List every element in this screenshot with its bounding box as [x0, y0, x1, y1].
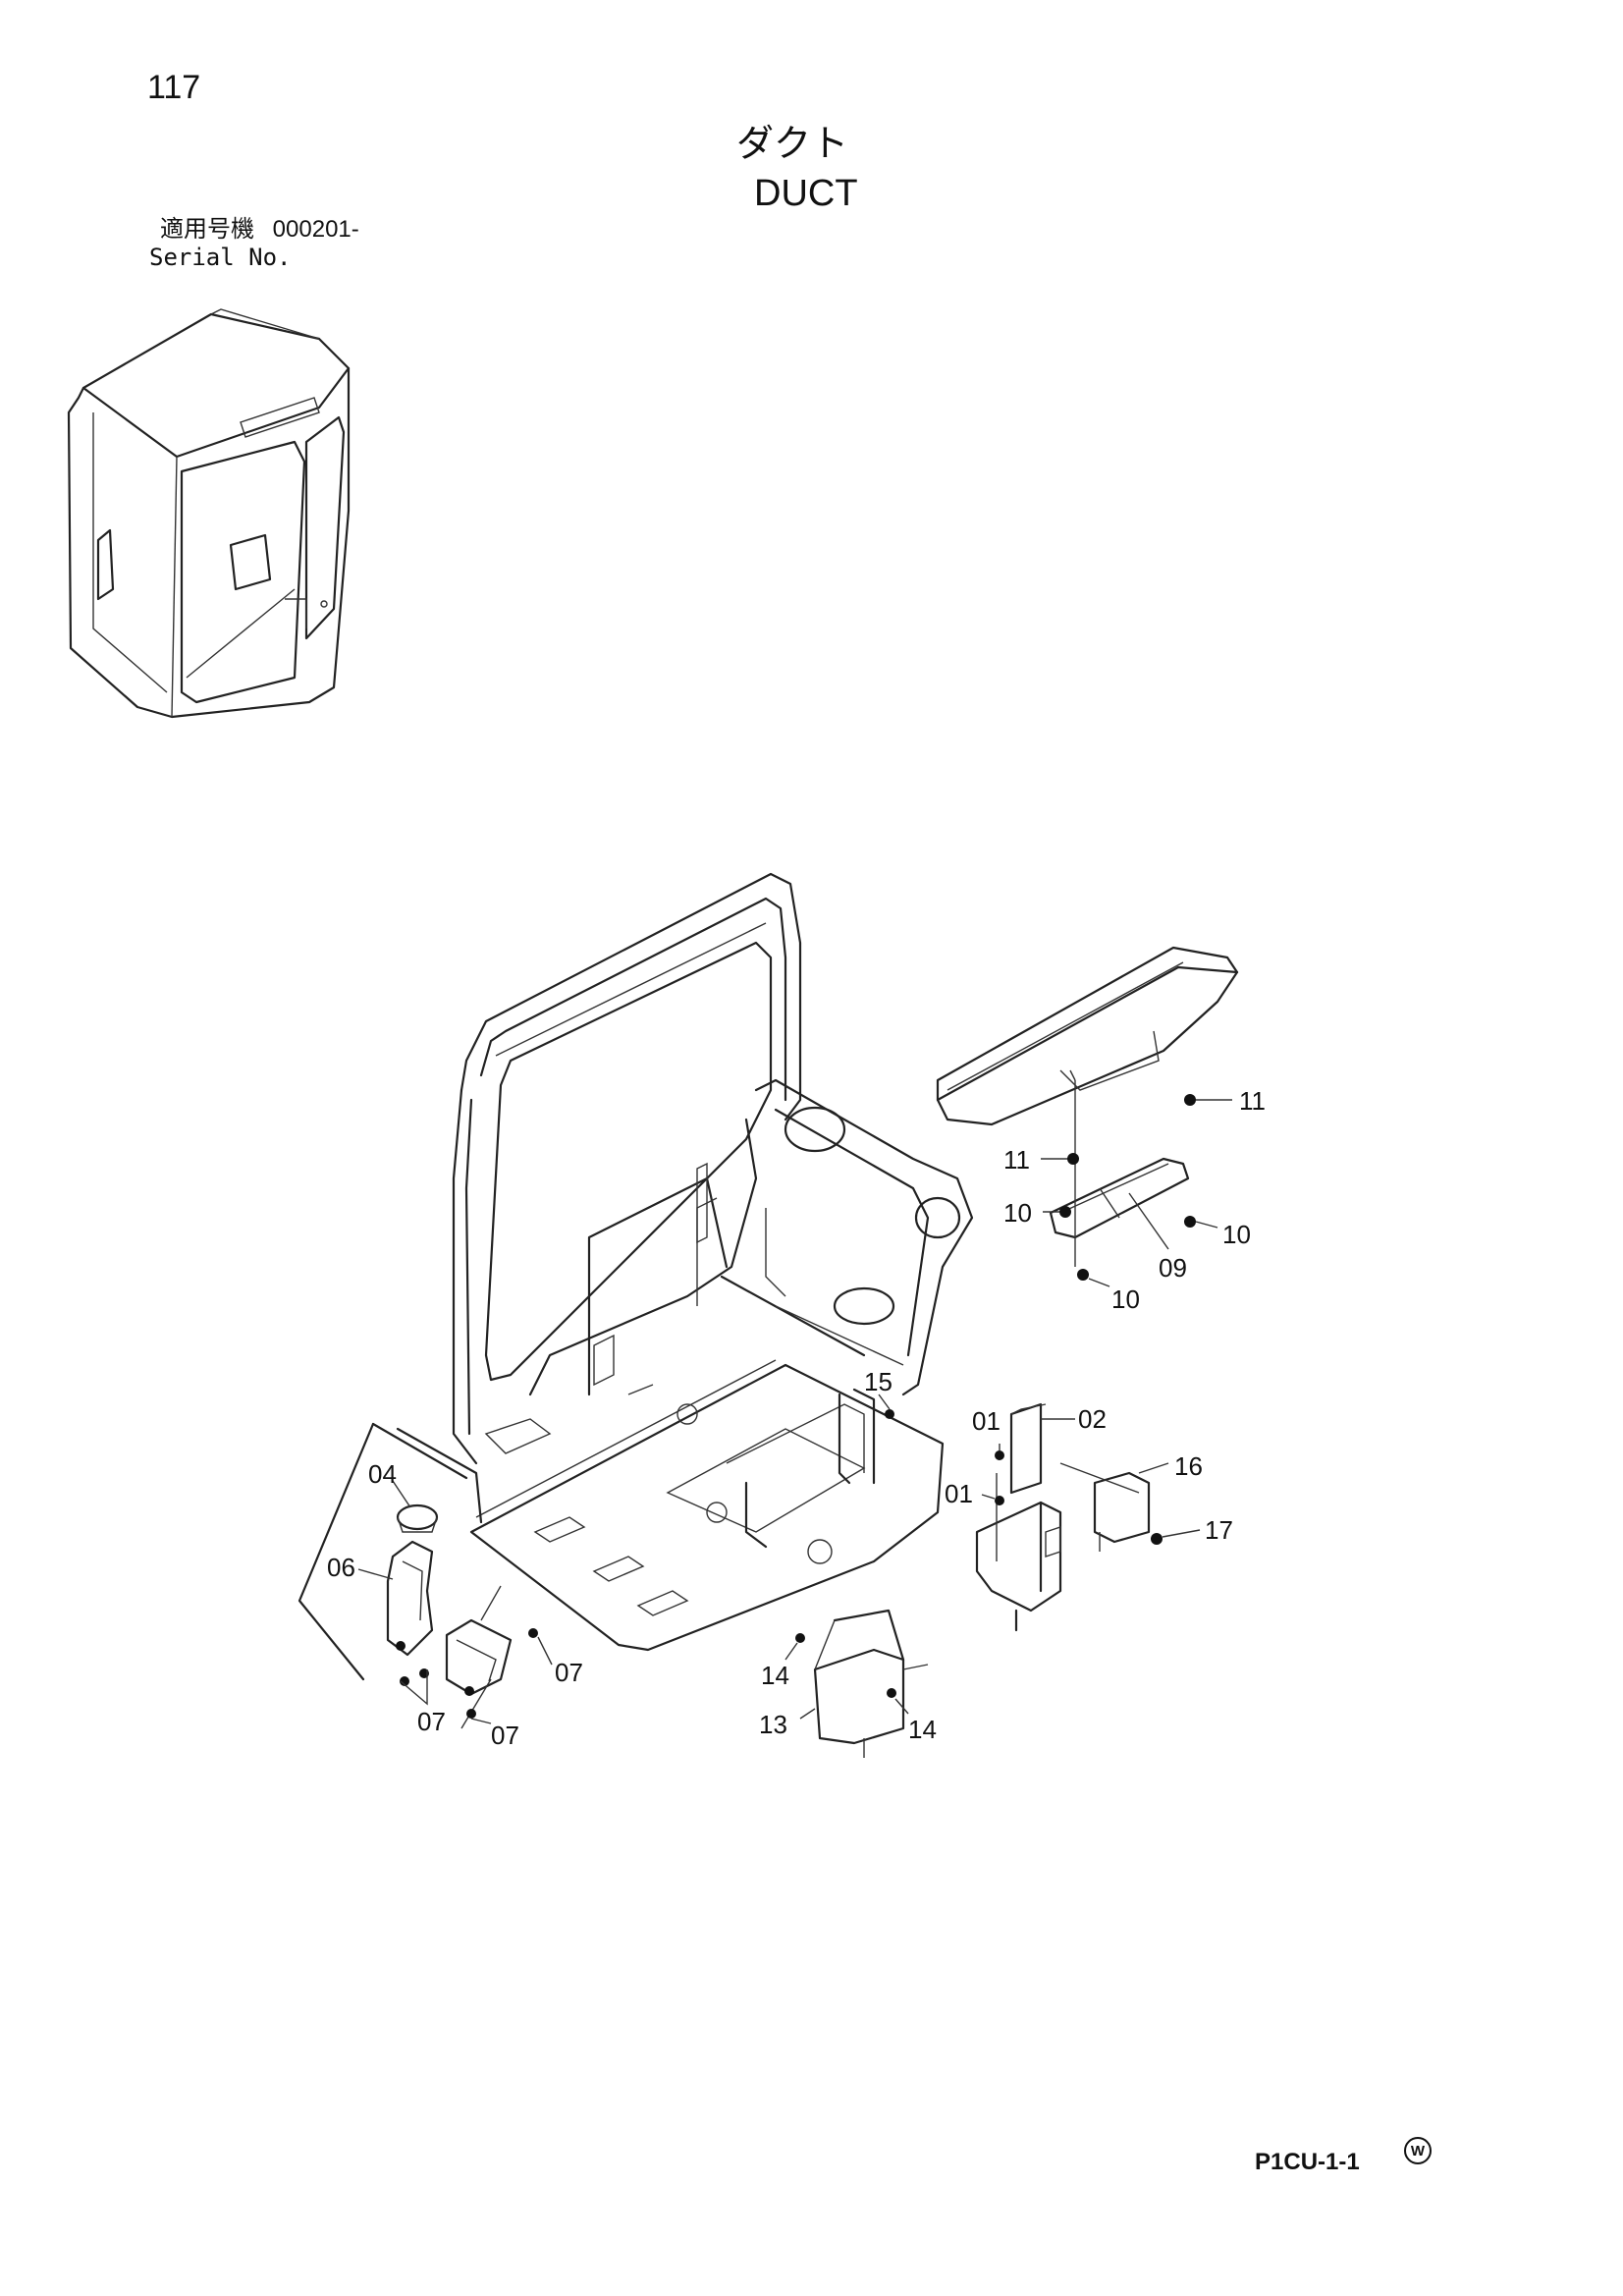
fastener-01a: [995, 1450, 1004, 1460]
callout-14a: 14: [761, 1661, 789, 1690]
callout-09: 09: [1159, 1253, 1187, 1283]
callout-16: 16: [1174, 1451, 1203, 1481]
title-english: DUCT: [754, 173, 858, 214]
callout-11b: 11: [1003, 1145, 1030, 1175]
fastener-10c: [1077, 1269, 1089, 1281]
page-number: 117: [147, 69, 201, 106]
fastener-15: [885, 1409, 894, 1419]
callout-10b: 10: [1222, 1220, 1251, 1249]
callout-07b: 07: [417, 1707, 446, 1736]
drawing-code: P1CU-1-1: [1255, 2149, 1360, 2175]
callout-10c: 10: [1111, 1285, 1140, 1314]
callout-11a: 11: [1239, 1086, 1266, 1116]
serial-label-jp-text: 適用号機: [160, 216, 254, 243]
fastener-07b: [400, 1676, 409, 1686]
fastener-14a: [795, 1633, 805, 1643]
fastener-07f: [466, 1709, 476, 1719]
callout-10a: 10: [1003, 1198, 1032, 1228]
cab-overview-drawing: [67, 308, 351, 719]
callout-07a: 07: [555, 1658, 583, 1687]
cab-frame-drawing: [452, 872, 974, 1652]
rear-duct-drawing: [813, 1609, 929, 1758]
callout-06: 06: [327, 1553, 355, 1582]
fastener-10b: [1184, 1216, 1196, 1228]
leader-lines: [357, 1094, 1232, 1724]
fastener-11b: [1067, 1153, 1079, 1165]
defroster-duct-drawing: [936, 946, 1239, 1267]
callout-04: 04: [368, 1459, 397, 1489]
w-mark: W: [1404, 2137, 1432, 2164]
callout-17: 17: [1205, 1515, 1233, 1545]
fastener-07e: [464, 1686, 474, 1696]
callout-labels: 11 11 10 10 10 09 15 01 02 01 16 17 04 0…: [327, 1086, 1266, 1750]
title-japanese: ダクト: [736, 124, 849, 165]
callout-14b: 14: [908, 1715, 937, 1744]
left-duct-parts-drawing: [298, 1422, 513, 1729]
side-duct-drawing: [975, 1402, 1151, 1632]
fastener-01b: [995, 1496, 1004, 1505]
callout-01b: 01: [945, 1479, 973, 1508]
callout-01a: 01: [972, 1406, 1001, 1436]
callout-07c: 07: [491, 1721, 519, 1750]
fastener-10a: [1059, 1206, 1071, 1218]
callout-02: 02: [1078, 1404, 1107, 1434]
fastener-07d: [528, 1628, 538, 1638]
fastener-07a: [396, 1641, 406, 1651]
fastener-17: [1151, 1533, 1163, 1545]
serial-range: 000201-: [272, 216, 359, 243]
fastener-11a: [1184, 1094, 1196, 1106]
callout-13: 13: [759, 1710, 787, 1739]
callout-15: 15: [864, 1367, 893, 1396]
serial-label-jp: 適用号機 000201-: [160, 218, 359, 242]
serial-label-en: Serial No.: [149, 244, 292, 271]
fastener-14b: [887, 1688, 896, 1698]
